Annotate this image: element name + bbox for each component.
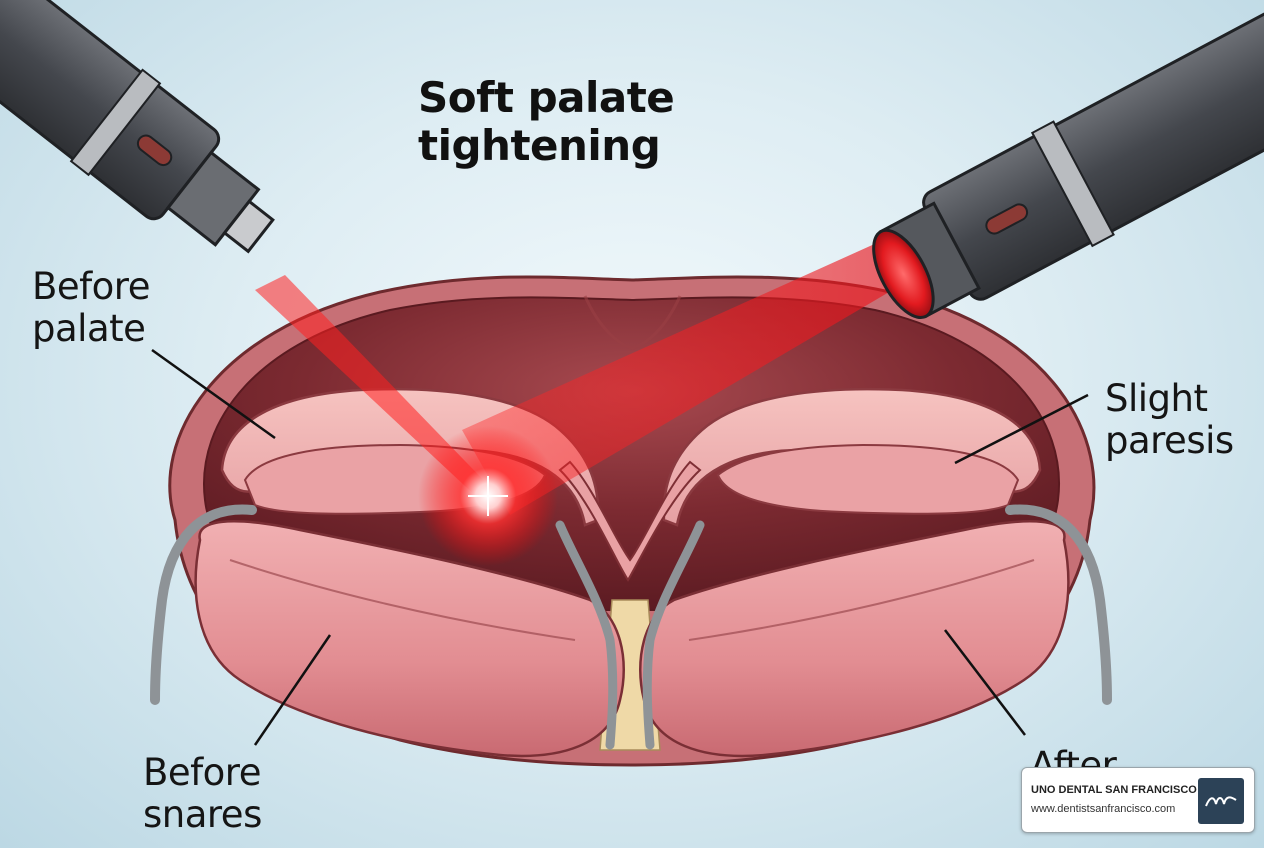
label-slight-paresis-line-1: Slight xyxy=(1105,377,1208,420)
leader-before-palate xyxy=(151,348,276,440)
label-before-snares-line-1: Before xyxy=(143,751,261,794)
label-before-palate: Before palate xyxy=(32,266,150,350)
title-line-2: tightening xyxy=(418,121,661,170)
watermark-badge: UNO DENTAL SAN FRANCISCO www.dentistsanf… xyxy=(1021,767,1255,833)
label-before-palate-line-1: Before xyxy=(32,265,150,308)
leader-after xyxy=(944,629,1026,736)
label-before-palate-line-2: palate xyxy=(32,307,146,350)
left-lobe-crease xyxy=(229,559,576,641)
right-outer-wire xyxy=(1005,504,1112,705)
label-slight-paresis: Slight paresis xyxy=(1105,378,1234,462)
watermark-url: www.dentistsanfrancisco.com xyxy=(1031,803,1176,815)
soft-palate-illustration xyxy=(150,275,1112,767)
uvula-shadow xyxy=(583,295,682,350)
laser-spark-icon xyxy=(468,476,508,516)
right-lobe-crease xyxy=(688,559,1035,641)
left-laser-beam xyxy=(255,275,495,500)
label-before-snares: Before snares xyxy=(143,752,262,836)
left-laser-handpiece-icon xyxy=(0,0,275,254)
watermark-name: UNO DENTAL SAN FRANCISCO xyxy=(1031,784,1197,796)
right-laser-handpiece-icon xyxy=(872,2,1264,320)
left-outer-wire xyxy=(150,504,257,705)
leader-slight-paresis xyxy=(954,393,1089,465)
right-laser-beam xyxy=(462,228,930,515)
left-central-wire xyxy=(555,520,618,750)
right-central-wire xyxy=(642,520,705,750)
right-inner-fold xyxy=(716,443,1020,515)
label-slight-paresis-line-2: paresis xyxy=(1105,419,1234,462)
title-line-1: Soft palate xyxy=(418,73,675,122)
label-before-snares-line-2: snares xyxy=(143,793,262,836)
left-lower-lobe xyxy=(194,520,625,758)
watermark-logo-icon xyxy=(1198,778,1244,824)
diagram-title: Soft palate tightening xyxy=(418,73,675,170)
leader-before-snares xyxy=(253,634,332,746)
